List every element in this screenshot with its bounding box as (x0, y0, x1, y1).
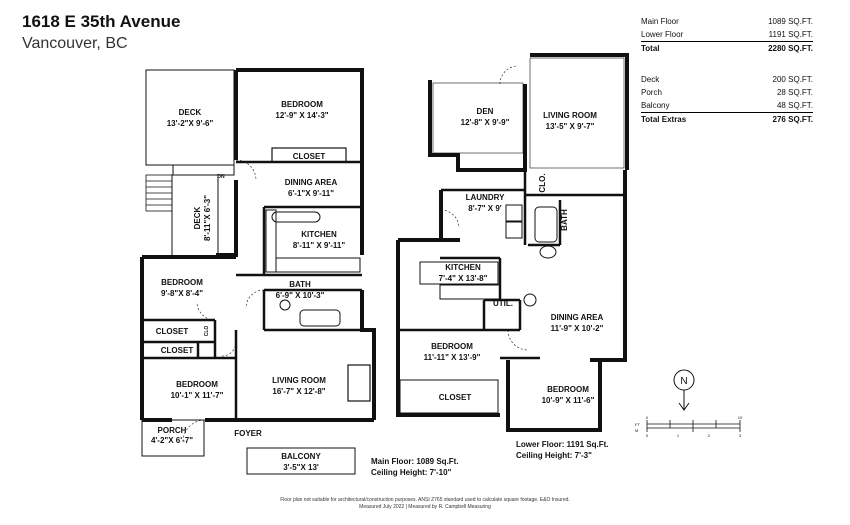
room-name: DINING AREA (285, 178, 338, 187)
area-label: Total (641, 44, 660, 53)
area-row-main: Main Floor 1089 SQ.FT. (641, 15, 813, 28)
area-value: 1089 SQ.FT. (768, 17, 813, 26)
deck-outline (145, 69, 235, 166)
room-name: FOYER (234, 429, 262, 438)
room-dimensions: 6'-9" X 10'-3" (276, 291, 325, 300)
room-dimensions: 9'-8"X 8'-4" (161, 289, 203, 298)
area-value: 1191 SQ.FT. (768, 30, 813, 39)
balcony-outline (246, 447, 356, 475)
closet-label: CLO (204, 326, 210, 337)
property-address: 1618 E 35th Avenue (22, 12, 181, 31)
area-row-porch: Porch 28 SQ.FT. (641, 86, 813, 99)
scale-tick-label: 3 (739, 433, 742, 438)
area-row-lower: Lower Floor 1191 SQ.FT. (641, 28, 813, 41)
room-name: LIVING ROOM (543, 111, 597, 120)
area-label: Deck (641, 75, 660, 84)
room-dimensions: 13'-2"X 9'-6" (167, 119, 214, 128)
room-name: BATH (289, 280, 311, 289)
closet-label: CLOSET (439, 393, 472, 402)
room-name: DEN (477, 107, 494, 116)
lower-floor-plan (396, 53, 629, 432)
compass-icon (673, 369, 695, 411)
scale-tick-label: 0 (646, 433, 649, 438)
room-name: BEDROOM (431, 342, 473, 351)
area-value: 28 SQ.FT. (776, 88, 813, 97)
main-floor-plan (140, 68, 376, 475)
stair-direction: DN (217, 174, 225, 180)
room-name: DECK (193, 206, 202, 229)
room-dimensions: 3'-5"X 13' (283, 463, 319, 472)
scale-tick-label: 10 (738, 415, 743, 420)
lower-floor-area: Lower Floor: 1191 Sq.Ft. (516, 440, 609, 449)
room-name: UTIL. (493, 299, 513, 308)
room-name: BATH (560, 209, 569, 231)
area-label: Total Extras (641, 115, 687, 124)
room-dimensions: 8'-7" X 9' (468, 204, 501, 213)
scale-tick-label: 2 (708, 433, 711, 438)
room-name: DECK (179, 108, 202, 117)
closet-label: CLOSET (161, 346, 194, 355)
disclaimer-text: Floor plan not suitable for architectura… (280, 497, 570, 503)
area-row-balcony: Balcony 48 SQ.FT. (641, 99, 813, 112)
area-value: 48 SQ.FT. (776, 101, 813, 110)
area-label: Main Floor (641, 17, 679, 26)
stairs-icon (145, 174, 173, 212)
area-label: Balcony (641, 101, 670, 110)
scale-m-label: M (635, 428, 638, 433)
closet-label: CLOSET (156, 327, 189, 336)
area-row-total-extras: Total Extras 276 SQ.FT. (641, 112, 813, 126)
room-dimensions: 12'-9" X 14'-3" (275, 111, 328, 120)
room-name: KITCHEN (301, 230, 337, 239)
room-name: KITCHEN (445, 263, 481, 272)
room-name: BEDROOM (161, 278, 203, 287)
room-dimensions: 10'-1" X 11'-7" (171, 391, 224, 400)
room-name: PORCH (158, 426, 187, 435)
area-summary-table: Main Floor 1089 SQ.FT. Lower Floor 1191 SQ… (641, 15, 813, 126)
room-name: BEDROOM (176, 380, 218, 389)
area-label: Lower Floor (641, 30, 684, 39)
room-dimensions: 7'-4" X 13'-8" (439, 274, 488, 283)
main-floor-area: Main Floor: 1089 Sq.Ft. (371, 457, 459, 466)
room-name: DINING AREA (551, 313, 604, 322)
area-value: 276 SQ.FT. (772, 115, 813, 124)
area-value: 2280 SQ.FT. (768, 44, 813, 53)
closet-label: CLO. (538, 173, 547, 192)
scale-bar (646, 420, 741, 432)
room-name: BEDROOM (281, 100, 323, 109)
area-label: Porch (641, 88, 662, 97)
room-name: LAUNDRY (466, 193, 505, 202)
room-dimensions: 16'-7" X 12'-8" (272, 387, 325, 396)
room-dimensions: 8'-11"X 6'-3" (203, 195, 212, 241)
closet-label: CLOSET (293, 152, 326, 161)
room-dimensions: 12'-8" X 9'-9" (461, 118, 510, 127)
deck-outline (172, 164, 235, 176)
area-value: 200 SQ.FT. (772, 75, 813, 84)
room-dimensions: 11'-11" X 13'-9" (424, 353, 481, 362)
room-dimensions: 13'-5" X 9'-7" (546, 122, 595, 131)
lower-floor-note: Lower Floor: 1191 Sq.Ft. Ceiling Height:… (516, 439, 608, 461)
room-name: LIVING ROOM (272, 376, 326, 385)
scale-ft-label: FT (635, 422, 640, 427)
room-dimensions: 8'-11" X 9'-11" (293, 241, 346, 250)
scale-tick-label: 1 (677, 433, 680, 438)
area-row-deck: Deck 200 SQ.FT. (641, 73, 813, 86)
main-floor-ceiling: Ceiling Height: 7'-10" (371, 468, 452, 477)
room-dimensions: 6'-1"X 9'-11" (288, 189, 334, 198)
property-city: Vancouver, BC (22, 35, 128, 52)
room-dimensions: 4'-2"X 6'-7" (151, 436, 193, 445)
closet-outline (271, 147, 347, 163)
area-row-total: Total 2280 SQ.FT. (641, 41, 813, 55)
room-dimensions: 11'-9" X 10'-2" (551, 324, 604, 333)
room-dimensions: 10'-9" X 11'-6" (542, 396, 595, 405)
lower-floor-ceiling: Ceiling Height: 7'-3" (516, 451, 592, 460)
room-name: BALCONY (281, 452, 321, 461)
compass-north-label: N (680, 376, 687, 387)
measured-by-text: Measured July 2022 | Measured by R. Camp… (359, 504, 491, 510)
main-floor-note: Main Floor: 1089 Sq.Ft. Ceiling Height: … (371, 456, 459, 478)
scale-tick-label: 0 (646, 415, 649, 420)
room-name: BEDROOM (547, 385, 589, 394)
porch-outline (141, 419, 205, 457)
